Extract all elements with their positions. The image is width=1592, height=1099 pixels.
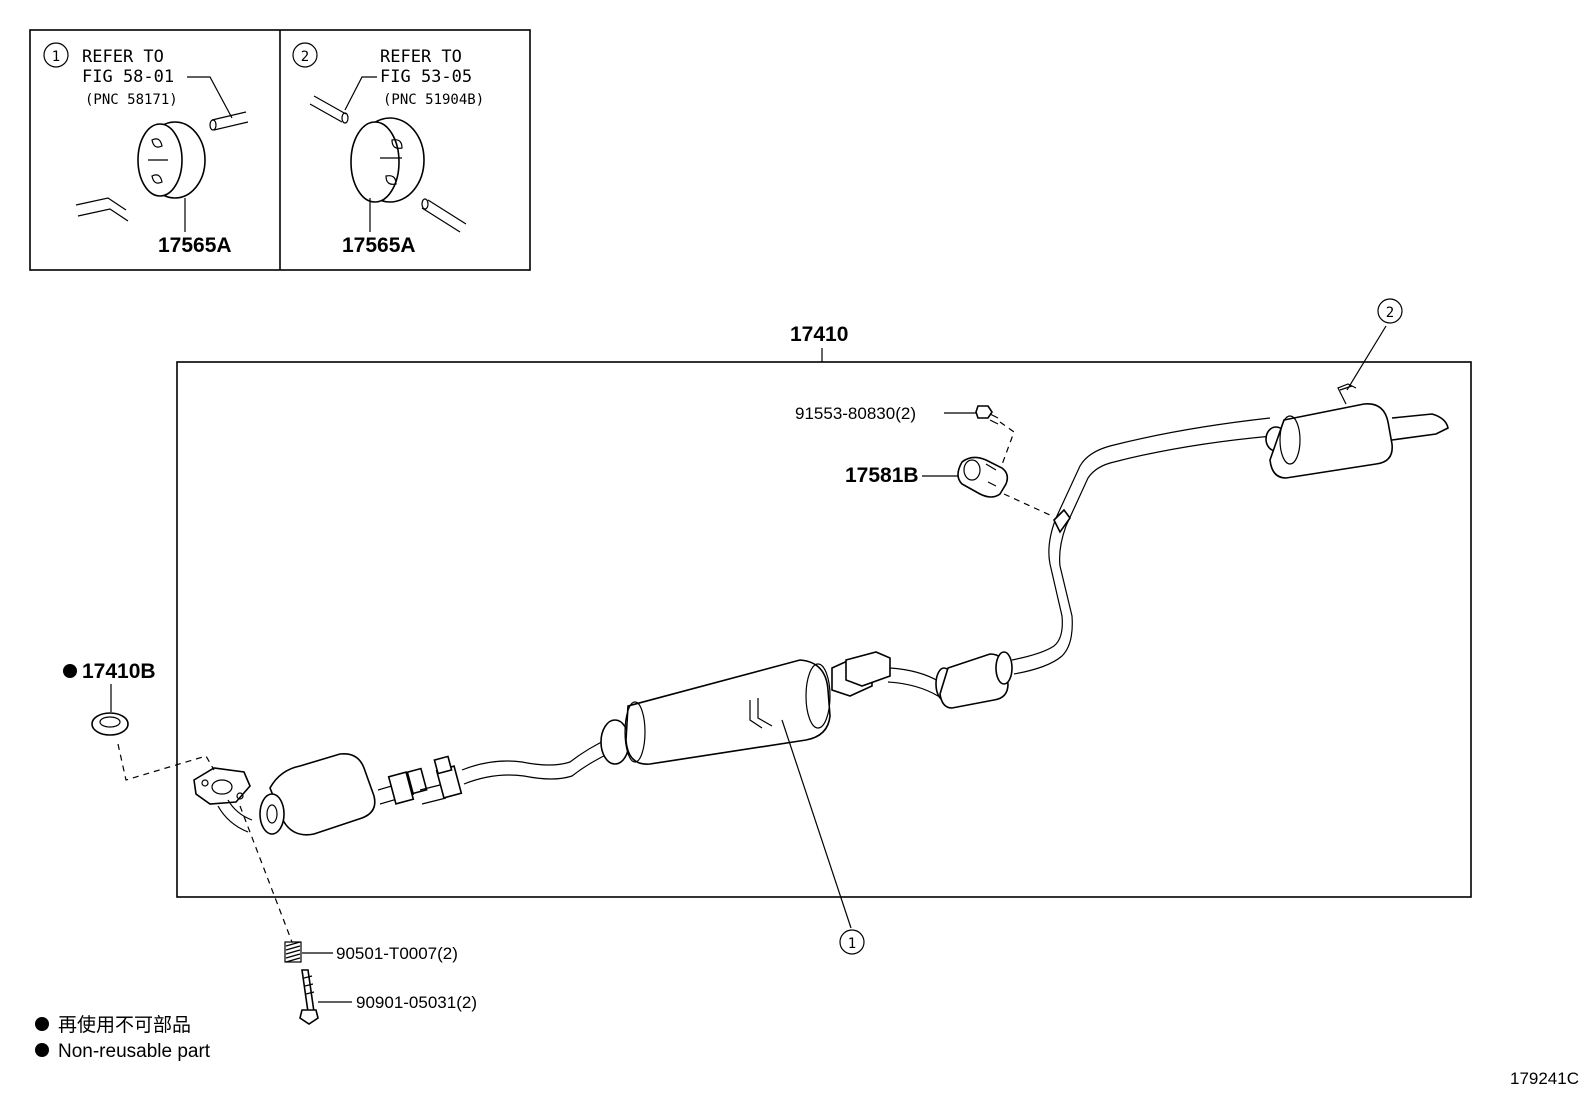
bolt-bottom-callout: 90901-05031(2) bbox=[299, 969, 477, 1025]
main-callout-1: 1 bbox=[848, 936, 856, 952]
sensor-boss bbox=[433, 755, 463, 799]
center-muffler bbox=[600, 659, 831, 765]
legend: 再使用不可部品 Non-reusable part bbox=[35, 1014, 211, 1062]
inset-right-bent-pipe-icon bbox=[421, 198, 467, 233]
muffler-hanger-rod bbox=[1337, 383, 1357, 405]
reference-inset: 1 REFER TO FIG 58-01 (PNC 58171) bbox=[29, 29, 531, 271]
spring-icon bbox=[284, 941, 302, 963]
bolt-icon bbox=[975, 405, 999, 425]
main-muffler bbox=[1265, 383, 1449, 479]
callout-circle-1 bbox=[43, 42, 69, 68]
exhaust-pipe bbox=[193, 383, 1449, 836]
hanger-bracket bbox=[749, 698, 773, 729]
inset-left-marker: 1 bbox=[52, 49, 60, 65]
non-reusable-dot bbox=[63, 664, 77, 678]
sensor-boss bbox=[387, 767, 428, 805]
inset-left-pipe-icon bbox=[209, 111, 249, 131]
front-flange bbox=[193, 767, 251, 805]
callout-circle-2 bbox=[1377, 298, 1403, 324]
hanger-part-number: 17581B bbox=[845, 464, 919, 487]
inset-left-leader bbox=[187, 76, 233, 119]
tailpipe bbox=[1391, 413, 1449, 441]
inset-left-bent-pipe-icon bbox=[75, 197, 129, 222]
callout-circle-2 bbox=[292, 42, 318, 68]
center-flange-joint bbox=[831, 651, 891, 697]
bolt-bottom-dashed-guide bbox=[239, 805, 293, 943]
front-catalytic-converter bbox=[259, 752, 376, 836]
inset-right-pnc: (PNC 51904B) bbox=[383, 92, 484, 108]
legend-japanese: 再使用不可部品 bbox=[58, 1014, 191, 1036]
inset-right-refer-line2: FIG 53-05 bbox=[380, 67, 472, 87]
inset-right-refer-line1: REFER TO bbox=[380, 47, 462, 67]
spring-part-number: 90501-T0007(2) bbox=[336, 944, 458, 963]
spring-callout: 90501-T0007(2) bbox=[284, 941, 458, 963]
bolt-top-part-number: 91553-80830(2) bbox=[795, 404, 916, 423]
rubber-hanger-icon bbox=[137, 121, 206, 199]
gasket-part-number: 17410B bbox=[82, 660, 156, 683]
rubber-hanger-icon bbox=[350, 117, 425, 203]
exhaust-assembly: 17410 bbox=[117, 298, 1472, 955]
gasket-callout: 17410B bbox=[63, 660, 156, 736]
callout-circle-1 bbox=[839, 929, 865, 955]
legend-dot-1 bbox=[35, 1017, 49, 1031]
inset-left-refer-line2: FIG 58-01 bbox=[82, 67, 174, 87]
bolt-bottom-part-number: 90901-05031(2) bbox=[356, 993, 477, 1012]
legend-dot-2 bbox=[35, 1043, 49, 1057]
pipe-hanger-bracket bbox=[1053, 508, 1071, 534]
inset-right-part-number: 17565A bbox=[342, 234, 416, 257]
hanger-dashed-guide bbox=[1003, 493, 1053, 517]
assembly-frame bbox=[176, 361, 1472, 898]
callout-1-leader bbox=[781, 719, 852, 929]
gasket-ring-icon bbox=[91, 712, 129, 736]
hanger-bracket-icon bbox=[957, 456, 1009, 498]
rear-resonator bbox=[935, 651, 1013, 709]
callout-2-leader bbox=[1346, 325, 1387, 391]
inset-right-pipe-icon bbox=[309, 95, 349, 124]
bolt-icon bbox=[299, 969, 319, 1025]
inset-right-leader bbox=[344, 76, 377, 111]
inset-left-pnc: (PNC 58171) bbox=[85, 92, 178, 108]
inset-right-panel: 2 REFER TO FIG 53-05 (PNC 51904B) bbox=[292, 42, 484, 257]
bolt-top-dashed-guide bbox=[999, 421, 1015, 471]
inset-right-marker: 2 bbox=[301, 49, 309, 65]
assembly-part-number: 17410 bbox=[790, 323, 848, 346]
inset-left-part-number: 17565A bbox=[158, 234, 232, 257]
inset-left-panel: 1 REFER TO FIG 58-01 (PNC 58171) bbox=[43, 42, 249, 257]
gasket-dashed-guide bbox=[117, 743, 215, 781]
figure-code: 179241C bbox=[1510, 1069, 1579, 1088]
inset-left-refer-line1: REFER TO bbox=[82, 47, 164, 67]
main-callout-2: 2 bbox=[1386, 305, 1394, 321]
legend-english: Non-reusable part bbox=[58, 1041, 211, 1062]
